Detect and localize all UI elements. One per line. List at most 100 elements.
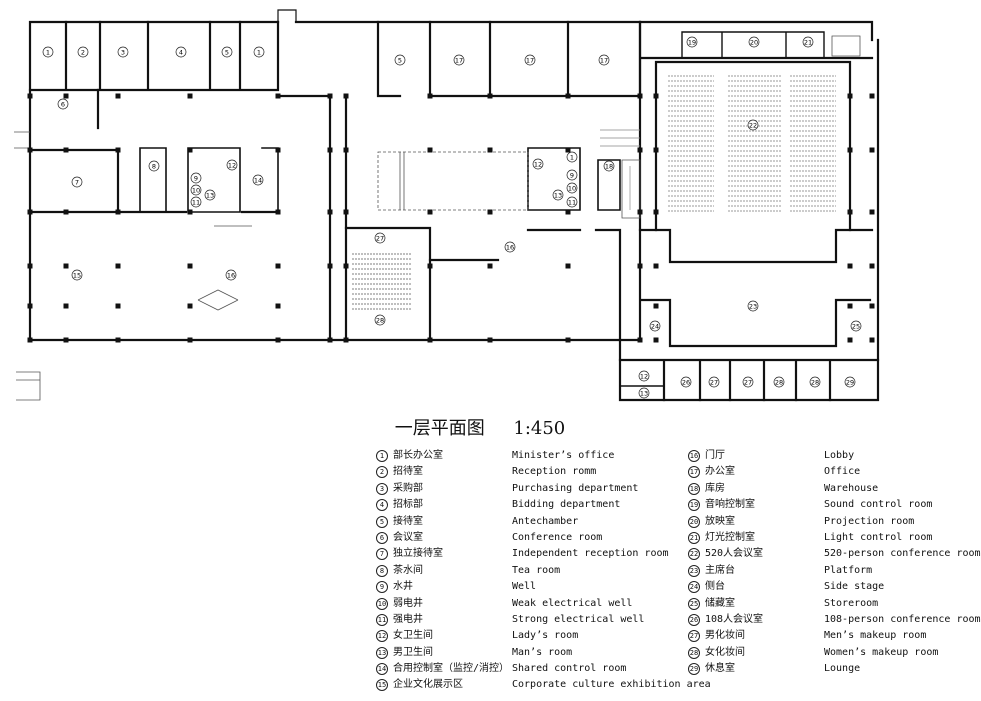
legend-number: 19 bbox=[688, 499, 700, 512]
column bbox=[653, 93, 659, 99]
svg-text:3: 3 bbox=[121, 49, 125, 57]
legend-row: Lady’s room bbox=[512, 628, 711, 644]
svg-text:1: 1 bbox=[46, 49, 50, 57]
legend-label: Lobby bbox=[824, 450, 855, 461]
room-marker: 29 bbox=[844, 376, 856, 388]
svg-text:28: 28 bbox=[775, 379, 783, 387]
svg-text:5: 5 bbox=[398, 57, 402, 65]
svg-text:25: 25 bbox=[852, 323, 860, 331]
svg-text:16: 16 bbox=[227, 272, 235, 280]
legend-label: Tea room bbox=[512, 564, 561, 576]
legend-row: Shared control room bbox=[512, 661, 711, 677]
svg-text:29: 29 bbox=[846, 379, 854, 387]
svg-text:23: 23 bbox=[749, 303, 757, 311]
legend-label: 108人会议室 bbox=[705, 613, 764, 625]
column bbox=[427, 209, 433, 215]
room-marker: 5 bbox=[394, 54, 406, 66]
column bbox=[869, 147, 875, 153]
column bbox=[327, 147, 333, 153]
svg-text:16: 16 bbox=[506, 244, 514, 252]
room-marker: 11 bbox=[190, 196, 202, 208]
column bbox=[275, 93, 281, 99]
legend-number: 24 bbox=[688, 581, 700, 594]
legend-label: 招待室 bbox=[393, 466, 423, 478]
column bbox=[343, 209, 349, 215]
room-marker: 5 bbox=[221, 46, 233, 58]
legend-label: 男化妆间 bbox=[705, 630, 745, 642]
column bbox=[115, 263, 121, 269]
room-marker: 4 bbox=[175, 46, 187, 58]
svg-text:24: 24 bbox=[651, 323, 659, 331]
room-marker: 19 bbox=[686, 36, 698, 48]
column bbox=[637, 337, 643, 343]
svg-text:10: 10 bbox=[192, 187, 200, 195]
column bbox=[27, 303, 33, 309]
column bbox=[487, 337, 493, 343]
room-marker: 10 bbox=[190, 184, 202, 196]
column bbox=[427, 147, 433, 153]
legend-number: 5 bbox=[376, 515, 388, 528]
legend-label: Office bbox=[824, 466, 861, 478]
svg-text:13: 13 bbox=[640, 390, 648, 398]
legend-label: Reception romm bbox=[512, 466, 597, 478]
column bbox=[27, 263, 33, 269]
column bbox=[275, 209, 281, 215]
column bbox=[327, 263, 333, 269]
room-marker: 14 bbox=[252, 174, 264, 186]
column bbox=[869, 337, 875, 343]
room-marker: 16 bbox=[504, 241, 516, 253]
column bbox=[653, 147, 659, 153]
legend-row: Reception romm bbox=[512, 464, 711, 480]
thin-line-layer bbox=[14, 35, 861, 401]
room-marker: 13 bbox=[552, 189, 564, 201]
legend-label: 520-person conference room bbox=[824, 548, 981, 560]
legend-number: 10 bbox=[376, 597, 388, 610]
column bbox=[637, 209, 643, 215]
room-marker: 20 bbox=[748, 36, 760, 48]
column bbox=[187, 337, 193, 343]
svg-text:17: 17 bbox=[455, 57, 463, 65]
legend-row: Weak electrical well bbox=[512, 596, 711, 612]
room-marker: 21 bbox=[802, 36, 814, 48]
column bbox=[27, 93, 33, 99]
svg-text:8: 8 bbox=[152, 163, 156, 171]
legend-row: Antechamber bbox=[512, 514, 711, 530]
room-marker: 18 bbox=[603, 160, 615, 172]
legend-number: 18 bbox=[688, 482, 700, 495]
room-marker: 8 bbox=[148, 160, 160, 172]
legend-label: 独立接待室 bbox=[393, 548, 443, 560]
svg-text:28: 28 bbox=[376, 317, 384, 325]
room-marker: 17 bbox=[453, 54, 465, 66]
column bbox=[343, 93, 349, 99]
legend-row: Purchasing department bbox=[512, 481, 711, 497]
legend-label: Platform bbox=[824, 564, 873, 576]
legend-label: 招标部 bbox=[393, 499, 423, 511]
legend-row: Light control room bbox=[824, 530, 981, 546]
legend-label: 储藏室 bbox=[705, 597, 735, 609]
legend-row: Bidding department bbox=[512, 497, 711, 513]
column bbox=[565, 337, 571, 343]
legend-row: Lobby bbox=[824, 448, 981, 464]
legend-number: 13 bbox=[376, 646, 388, 659]
room-marker: 27 bbox=[374, 232, 386, 244]
room-marker: 23 bbox=[747, 300, 759, 312]
legend-number: 15 bbox=[376, 679, 388, 692]
legend-label: 108-person conference room bbox=[824, 613, 981, 625]
svg-text:26: 26 bbox=[682, 379, 690, 387]
column bbox=[637, 93, 643, 99]
svg-text:5: 5 bbox=[225, 49, 229, 57]
legend-number: 16 bbox=[688, 450, 700, 462]
